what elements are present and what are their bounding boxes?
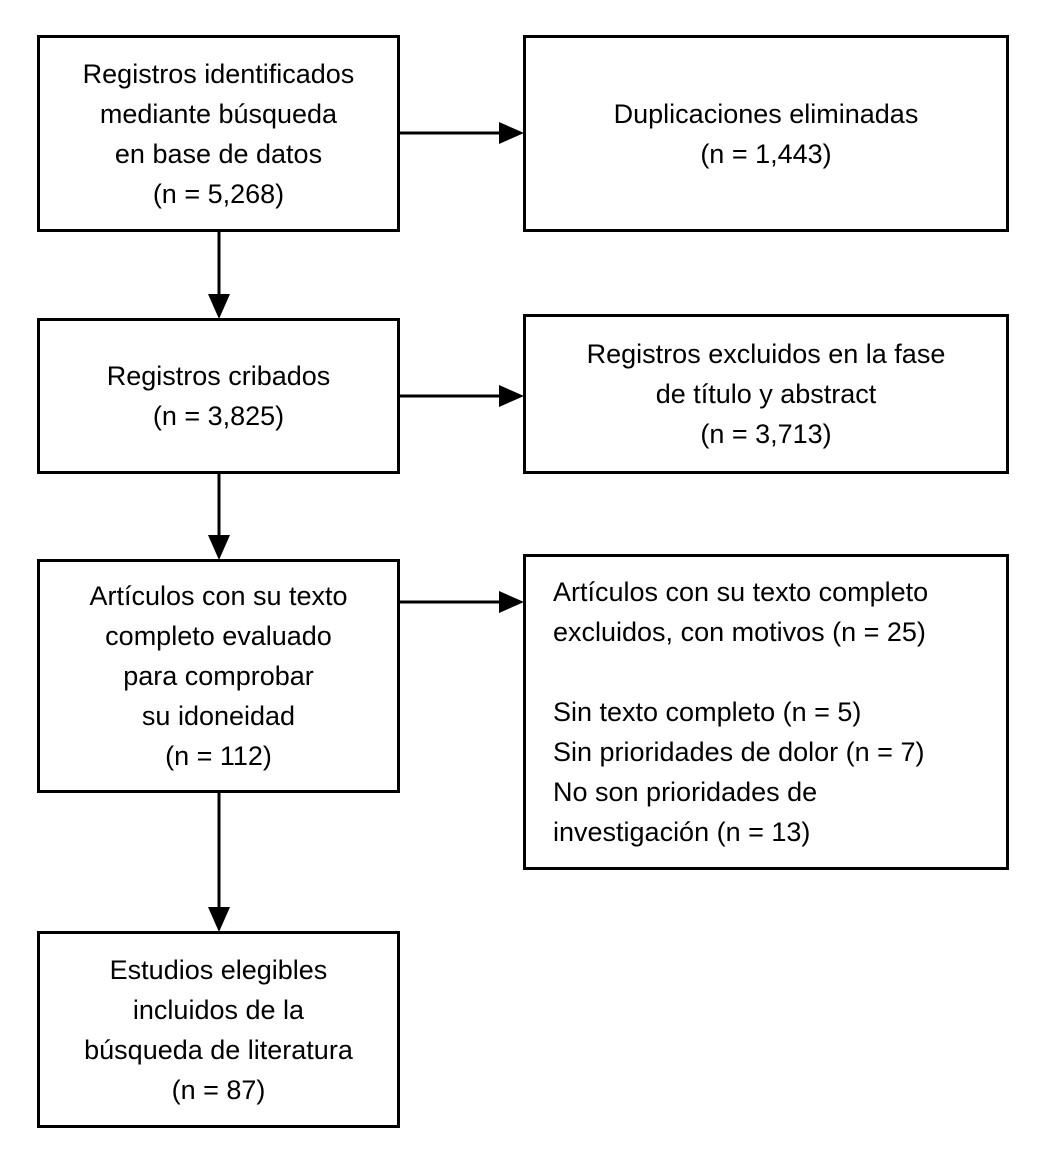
box-duplicates-removed: Duplicaciones eliminadas (n = 1,443) [523, 35, 1009, 232]
arrow-fulltext-to-excluded [400, 591, 524, 613]
arrow-screened-to-excluded [400, 385, 524, 407]
box-records-screened: Registros cribados (n = 3,825) [37, 318, 400, 474]
arrow-identified-to-screened [208, 232, 230, 319]
arrow-identified-to-duplicates [400, 122, 524, 144]
box-studies-included: Estudios elegibles incluidos de la búsqu… [37, 931, 400, 1128]
box-records-identified-text: Registros identificados mediante búsqued… [82, 58, 355, 209]
box-excluded-title-abstract-text: Registros excluidos en la fase de título… [586, 339, 946, 449]
box-fulltext-excluded: Artículos con su texto completo excluido… [523, 554, 1009, 870]
box-duplicates-removed-text: Duplicaciones eliminadas (n = 1,443) [613, 98, 919, 169]
box-studies-included-text: Estudios elegibles incluidos de la búsqu… [84, 954, 353, 1105]
box-fulltext-excluded-text: Artículos con su texto completo excluido… [553, 577, 929, 847]
box-records-screened-text: Registros cribados (n = 3,825) [106, 361, 331, 431]
box-excluded-title-abstract: Registros excluidos en la fase de título… [523, 314, 1009, 474]
arrow-fulltext-to-included [208, 793, 230, 932]
arrow-screened-to-fulltext [208, 473, 230, 560]
box-fulltext-assessed-text: Artículos con su texto completo evaluado… [89, 581, 348, 771]
box-records-identified: Registros identificados mediante búsqued… [37, 35, 400, 232]
box-fulltext-assessed: Artículos con su texto completo evaluado… [37, 559, 400, 793]
